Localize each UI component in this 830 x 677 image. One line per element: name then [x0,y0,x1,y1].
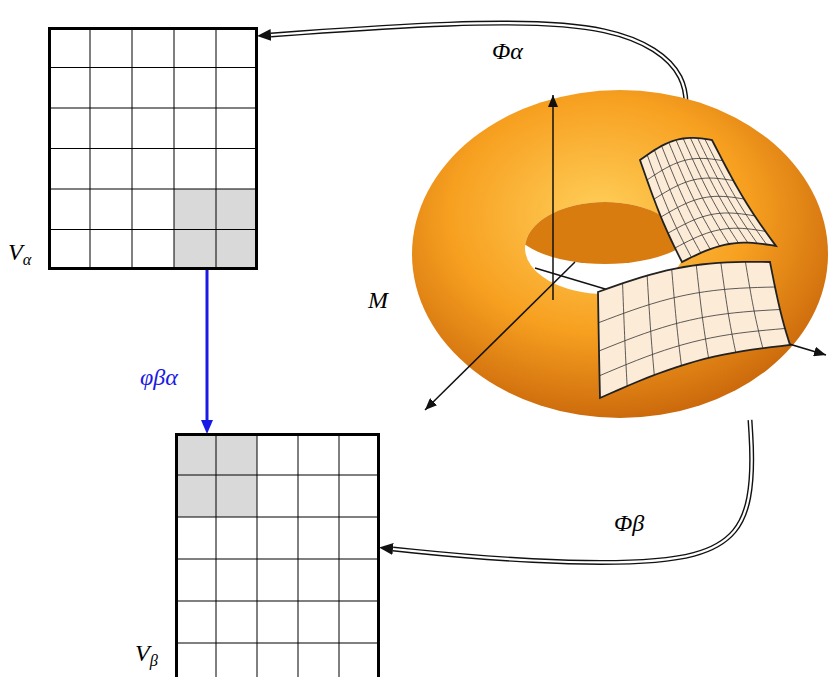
chart-map-arrow [393,420,752,563]
space-label: M [368,287,388,313]
torus-art [410,140,830,420]
chart-patch [598,262,790,398]
grid-border [50,29,257,269]
chart-grid: Vβ [175,433,380,677]
torus-body [412,90,828,418]
space-label: Vβ [135,640,158,666]
transition-arrow [207,270,208,420]
grid-lines [175,433,380,677]
grid-art [175,433,380,677]
coordinate-axes [425,95,826,410]
map-label: φβα [138,364,180,390]
grid-art [48,27,258,270]
manifold-torus: M [410,140,830,420]
space-label: Vα [8,239,31,265]
chart-grid: Vα [48,27,258,270]
map-label: Φβ [612,510,646,536]
chart-patch [640,138,776,262]
grid-border [177,435,379,677]
grid-lines [48,27,258,270]
map-label: Φα [490,38,525,64]
